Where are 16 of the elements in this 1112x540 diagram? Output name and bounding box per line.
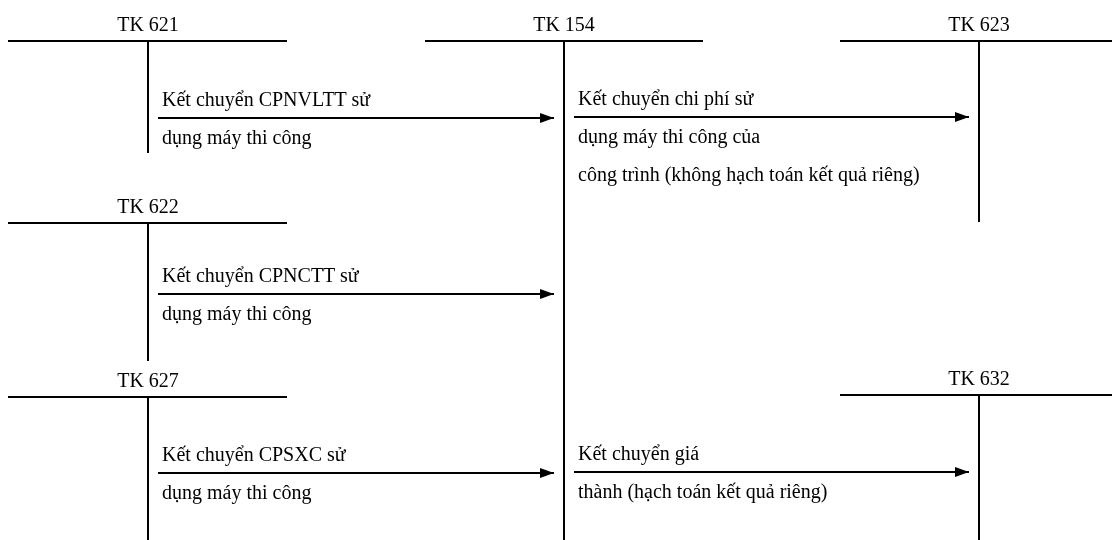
account-title: TK 627 (117, 369, 179, 391)
arrow (157, 468, 555, 478)
arrow (573, 112, 970, 122)
account-title: TK 622 (117, 195, 179, 217)
edge-label: Kết chuyển giá thành (hạch toán kết quả riêng) (578, 441, 828, 505)
account-title: TK 621 (117, 13, 179, 35)
account-title: TK 154 (533, 13, 595, 35)
edge-label: Kết chuyển CPNCTT sử dụng máy thi công (162, 263, 359, 327)
arrow (573, 467, 970, 477)
edge-label: Kết chuyển chi phí sử dụng máy thi công của công trình (không hạch toán kết quả riêng) (578, 86, 920, 188)
edge-label: Kết chuyển CPSXC sử dụng máy thi công (162, 442, 346, 506)
account-title: TK 632 (948, 367, 1010, 389)
account-title: TK 623 (948, 13, 1010, 35)
arrow (157, 113, 555, 123)
arrow (157, 289, 555, 299)
edge-label: Kết chuyển CPNVLTT sử dụng máy thi công (162, 87, 371, 151)
